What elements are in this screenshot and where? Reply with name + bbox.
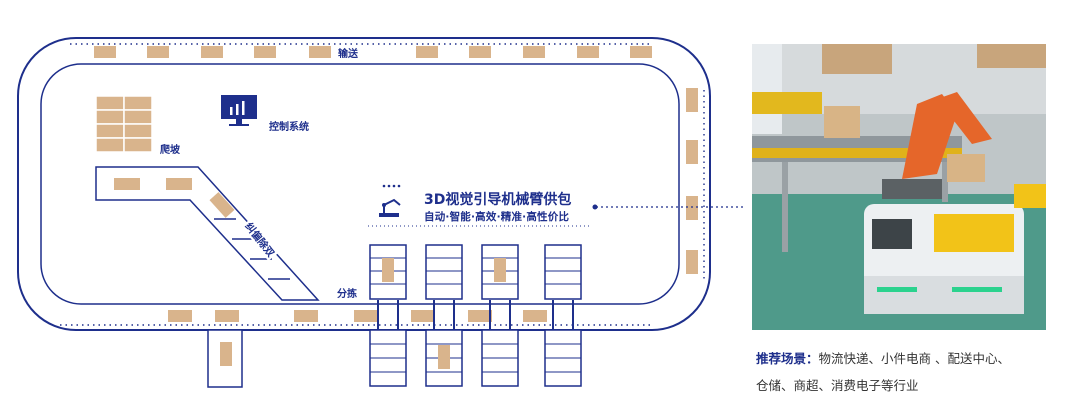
sorting-label: 分拣 [335,285,359,300]
conveyor-loop-outer [17,37,711,331]
scenario-text-1: 物流快递、小件电商 、配送中心、 [818,351,1010,366]
sorting-lane [369,244,407,387]
incline-parcel [209,192,235,218]
top-conveyor-parcels [94,46,652,58]
incline-parcel [114,178,140,190]
conveyor-label: 输送 [336,45,360,60]
feature-subtitle: 自动·智能·高效·精准·高性价比 [424,211,570,223]
sorting-lane [481,244,519,387]
right-conveyor-parcels [686,88,698,274]
conveyor-loop-inner [40,63,680,305]
scenario-line-1: 推荐场景：物流快递、小件电商 、配送中心、 [756,348,1010,367]
bottom-conveyor-parcels [168,310,547,322]
sorting-lane [544,244,582,387]
sorting-parcels [382,258,506,369]
robot-arm-photo [752,44,1046,330]
logistics-diagram [17,37,744,388]
monitor-icon [221,95,257,126]
incline-parcel [166,178,192,190]
scenario-text-2: 仓储、商超、消费电子等行业 [756,378,919,393]
pointer-arrow-head [592,204,598,210]
control-system-label: 控制系统 [267,118,311,133]
sorting-lanes [369,244,582,387]
stacked-parcels [95,95,153,153]
climb-label: 爬坡 [158,141,182,156]
scenario-heading: 推荐场景： [756,351,819,366]
exit-parcel [220,342,232,366]
scenario-line-2: 仓储、商超、消费电子等行业 [756,375,919,394]
robot-arm-icon [379,184,401,217]
feature-title: 3D视觉引导机械臂供包 [424,192,572,208]
